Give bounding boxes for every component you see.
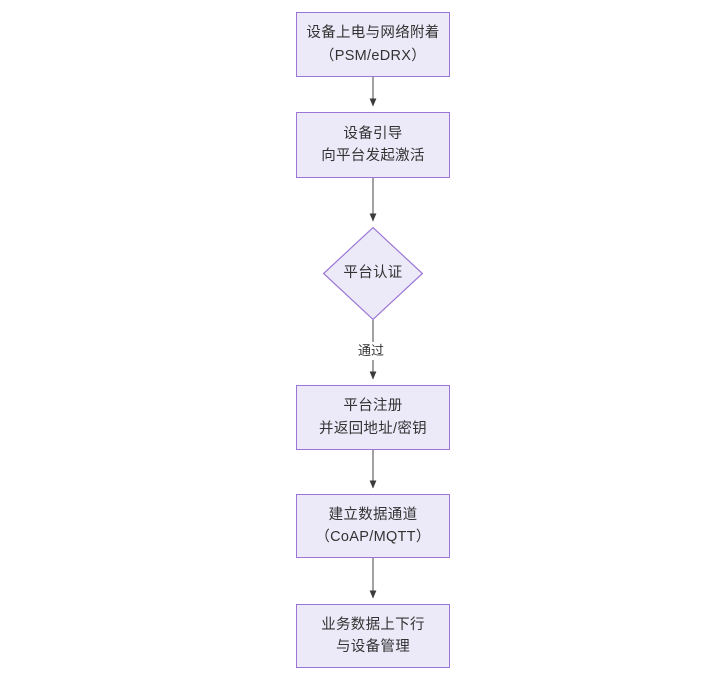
node-device-power-on-line2: （PSM/eDRX） bbox=[319, 47, 427, 64]
node-establish-data-channel[interactable]: 建立数据通道 （CoAP/MQTT） bbox=[296, 494, 450, 558]
node-business-data-management-line2: 与设备管理 bbox=[336, 639, 410, 655]
node-device-bootstrap-line1: 设备引导 bbox=[343, 125, 403, 142]
node-business-data-management-line1: 业务数据上下行 bbox=[321, 616, 425, 633]
node-device-power-on[interactable]: 设备上电与网络附着 （PSM/eDRX） bbox=[296, 12, 450, 77]
node-platform-auth-decision[interactable]: 平台认证 bbox=[323, 227, 423, 320]
node-device-bootstrap-line2: 向平台发起激活 bbox=[321, 148, 425, 164]
edge-label-pass: 通过 bbox=[355, 342, 388, 360]
node-establish-data-channel-line2: （CoAP/MQTT） bbox=[315, 529, 431, 545]
node-device-bootstrap[interactable]: 设备引导 向平台发起激活 bbox=[296, 112, 450, 178]
node-device-power-on-line1: 设备上电与网络附着 bbox=[306, 25, 440, 42]
node-establish-data-channel-line1: 建立数据通道 bbox=[328, 506, 418, 523]
node-platform-register[interactable]: 平台注册 并返回地址/密钥 bbox=[296, 385, 450, 450]
decision-diamond-shape bbox=[323, 227, 423, 320]
node-business-data-management[interactable]: 业务数据上下行 与设备管理 bbox=[296, 604, 450, 668]
node-platform-auth-label: 平台认证 bbox=[343, 264, 403, 281]
edge-label-pass-text: 通过 bbox=[358, 343, 385, 358]
node-platform-register-line2: 并返回地址/密钥 bbox=[319, 420, 427, 437]
node-platform-register-line1: 平台注册 bbox=[343, 398, 403, 415]
